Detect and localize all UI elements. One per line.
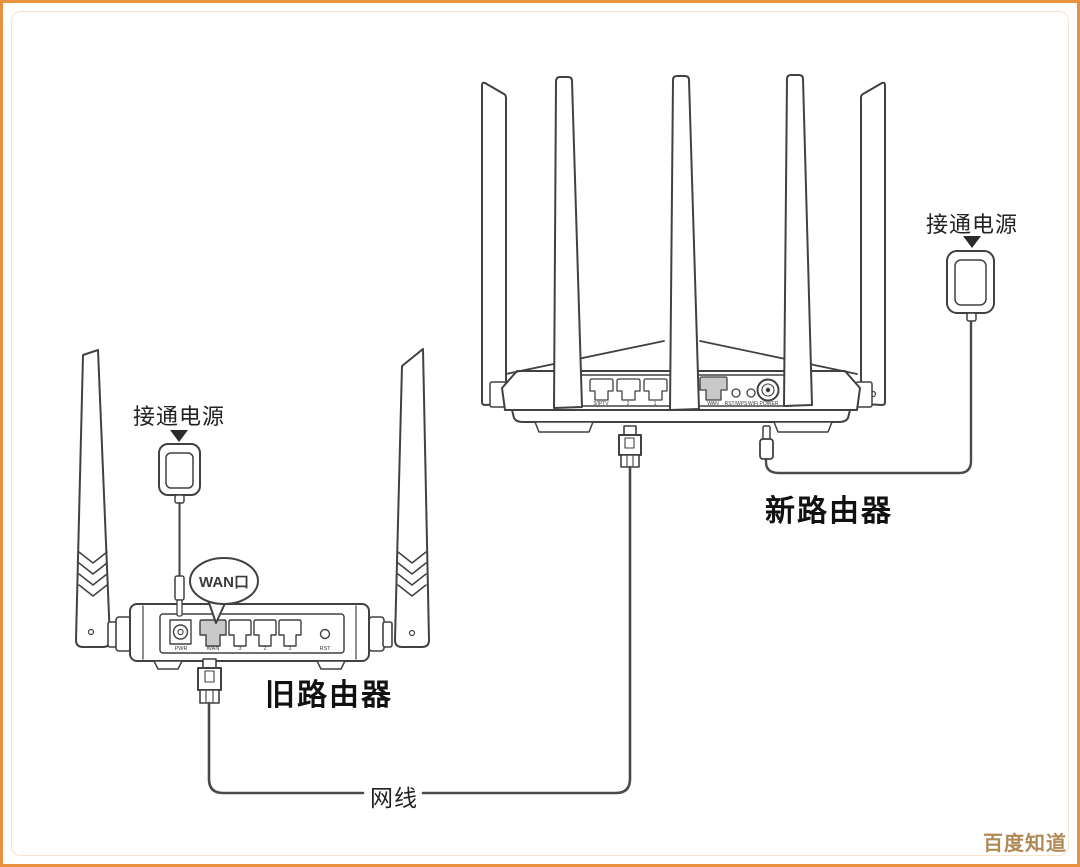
new-router-name: 新路由器 [765, 495, 893, 528]
rst-wps-button-icon [732, 389, 740, 397]
lan2-port-icon [617, 379, 640, 400]
new-router-antenna-4 [784, 75, 812, 406]
old-router-name: 旧路由器 [265, 679, 393, 712]
lan1-port-icon [279, 620, 301, 646]
old-port-label-wan: WAN [207, 646, 220, 652]
lan2-port-icon [254, 620, 276, 646]
cable-label: 网线 [370, 785, 418, 811]
new-router-antenna-far-right [861, 83, 885, 405]
old-port-label-rst: RST [320, 646, 332, 652]
new-router-power-adapter [760, 251, 994, 473]
new-ethernet-plug-icon [619, 426, 641, 467]
wan-callout-text: WAN口 [199, 574, 249, 591]
old-router-antenna-hinges [108, 617, 392, 651]
new-power-arrow-icon [963, 236, 981, 248]
new-router-antenna-far-left [482, 83, 506, 405]
old-router: PWR WAN 3 2 1 RST WAN口 [76, 349, 429, 669]
old-port-label-2: 2 [263, 646, 266, 652]
new-port-label-wan: WAN [707, 401, 719, 407]
wan-callout-bubble: WAN口 [190, 558, 258, 623]
old-power-arrow-icon [170, 430, 188, 442]
wan-port-icon [200, 620, 226, 646]
pwr-jack-outline [170, 620, 191, 644]
lan3-port-icon [229, 620, 251, 646]
new-router-antenna-2 [554, 77, 582, 408]
old-router-left-antenna [76, 350, 110, 647]
cable-run-left [209, 703, 363, 793]
wan-port-icon [700, 377, 727, 400]
iptv-port-icon [590, 379, 613, 400]
new-power-label: 接通电源 [925, 212, 1018, 237]
new-port-label-power: POWER [760, 401, 779, 407]
new-router-ports [590, 377, 779, 401]
cable-run-right [423, 467, 630, 793]
new-router: 3/IPTV 2 1 WAN RST/WPS WiFi POWER [482, 75, 994, 473]
old-router-body [130, 604, 369, 669]
watermark: 百度知道 [983, 833, 1067, 855]
old-router-power-adapter [159, 444, 200, 616]
pwr-jack-icon [174, 625, 188, 639]
lan1-port-icon [644, 379, 667, 400]
old-port-label-1: 1 [288, 646, 291, 652]
new-router-antenna-3 [670, 76, 699, 410]
wifi-button-icon [747, 389, 755, 397]
new-port-label-rstwps: RST/WPS [725, 401, 748, 407]
old-ethernet-plug-icon [198, 659, 221, 703]
new-port-label-iptv: 3/IPTV [593, 401, 609, 407]
old-router-ports [170, 620, 330, 646]
rst-button-icon [321, 630, 330, 639]
diagram-art: PWR WAN 3 2 1 RST WAN口 [3, 3, 1080, 867]
new-router-port-labels: 3/IPTV 2 1 WAN RST/WPS WiFi POWER [593, 401, 778, 407]
old-router-port-labels: PWR WAN 3 2 1 RST [175, 646, 332, 652]
new-port-label-wifi: WiFi [748, 401, 758, 407]
new-port-label-2: 2 [627, 401, 630, 407]
ethernet-cable [198, 426, 641, 793]
old-port-label-3: 3 [238, 646, 241, 652]
power-jack-icon [758, 380, 779, 401]
new-port-label-1: 1 [654, 401, 657, 407]
old-port-label-pwr: PWR [175, 646, 188, 652]
old-router-right-antenna [395, 349, 429, 647]
old-power-label: 接通电源 [132, 404, 225, 429]
